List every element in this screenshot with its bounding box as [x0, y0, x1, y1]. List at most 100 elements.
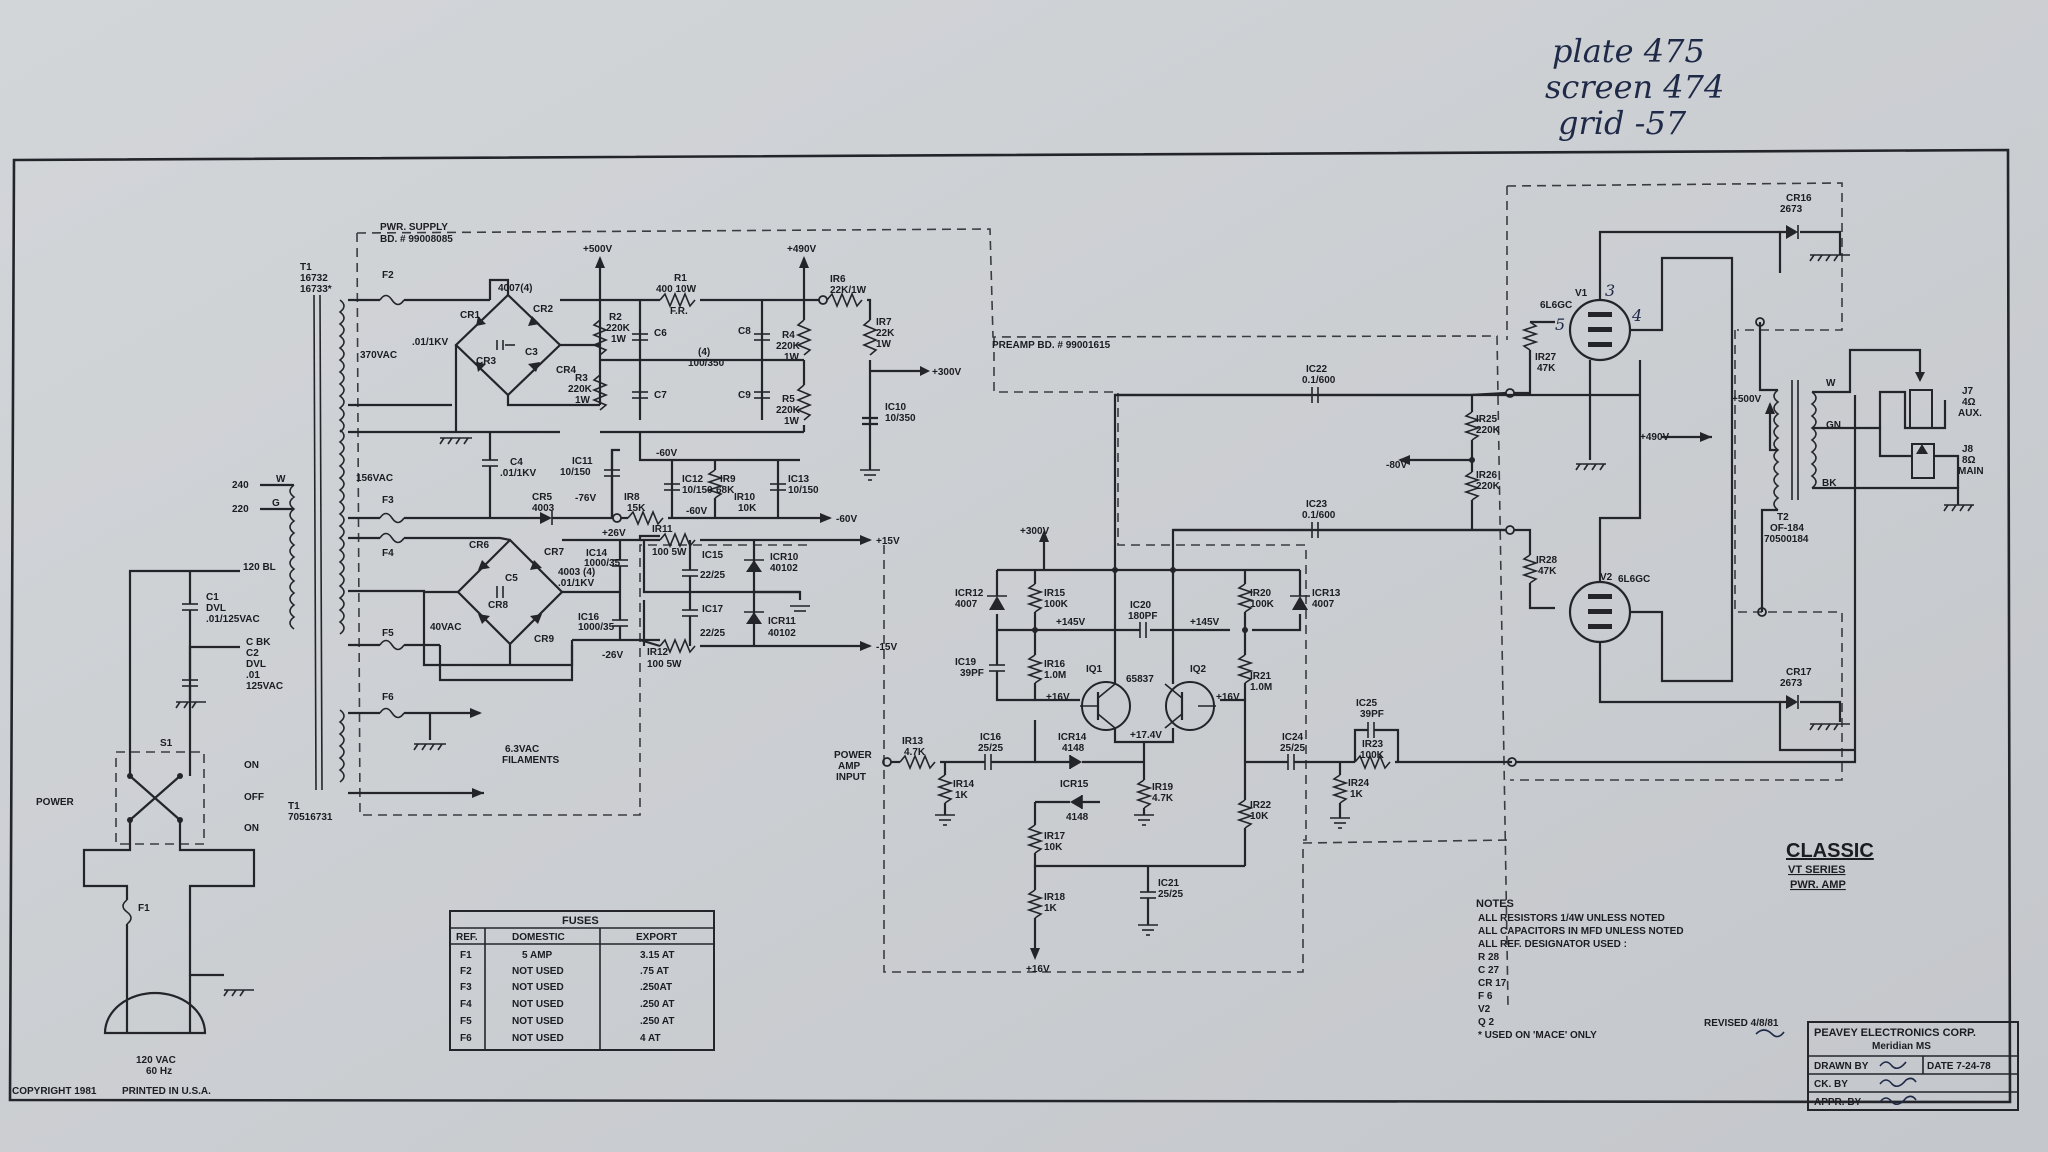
schematic-label: .01/1KV: [558, 578, 594, 589]
schematic-label: C4: [510, 457, 523, 468]
schematic-label: .01/1KV: [500, 468, 536, 479]
schematic-label: 4148: [1066, 812, 1089, 823]
schematic-label: 10/350: [885, 413, 916, 424]
schematic-label: 100/350: [688, 358, 725, 369]
schematic-label: APPR. BY: [1814, 1097, 1862, 1108]
schematic-label: C8: [738, 326, 751, 337]
schematic-label: IC17: [702, 604, 724, 615]
schematic-label: W: [276, 474, 286, 485]
schematic-label: 1.0M: [1250, 682, 1272, 693]
schematic-label: IR22: [1250, 800, 1272, 811]
schematic-label: 70516731: [288, 812, 333, 823]
schematic-label: C2: [246, 648, 259, 659]
printed-text: PRINTED IN U.S.A.: [122, 1086, 211, 1097]
schematic-label: 220K: [568, 384, 593, 395]
schematic-label: 2673: [1780, 678, 1803, 689]
schematic-label: F3: [460, 982, 472, 993]
schematic-label: 1000/35: [584, 558, 621, 569]
schematic-label: R 28: [1478, 952, 1500, 963]
schematic-label: 220K: [776, 341, 801, 352]
schematic-label: 25/25: [978, 743, 1003, 754]
schematic-label: 1K: [955, 790, 969, 801]
schematic-label: 6L6GC: [1540, 300, 1572, 311]
schematic-label: R4: [782, 330, 795, 341]
schematic-label: ICR15: [1060, 779, 1089, 790]
schematic-label: 3.15 AT: [640, 950, 674, 961]
schematic-label: 4003: [532, 503, 555, 514]
schematic-label: VT SERIES: [1788, 864, 1845, 876]
schematic-label: IC24: [1282, 732, 1304, 743]
schematic-label: 4Ω: [1962, 397, 1976, 408]
schematic-label: IR18: [1044, 892, 1066, 903]
schematic-label: ALL CAPACITORS IN MFD UNLESS NOTED: [1478, 926, 1684, 937]
schematic-label: FILAMENTS: [502, 755, 560, 766]
schematic-label: POWER: [36, 797, 75, 808]
transformer-t1: T1 16732 16733* T1 70516731 240 220 W G …: [232, 262, 560, 823]
schematic-label: IC23: [1306, 499, 1328, 510]
schematic-label: C 27: [1478, 965, 1500, 976]
schematic-label: 22/25: [700, 570, 725, 581]
schematic-label: IR24: [1348, 778, 1370, 789]
schematic-label: ICR13: [1312, 588, 1341, 599]
schematic-label: IR27: [1535, 352, 1557, 363]
schematic-label: R5: [782, 394, 795, 405]
psu-board-number: BD. # 99008085: [380, 234, 453, 245]
schematic-label: ICR12: [955, 588, 984, 599]
schematic-label: +16V: [1026, 964, 1050, 975]
title-classic: CLASSIC: [1786, 840, 1874, 862]
schematic-label: +490V: [1640, 432, 1670, 443]
schematic-label: .01: [246, 670, 260, 681]
schematic-label: W: [1826, 378, 1836, 389]
schematic-label: F1: [460, 950, 472, 961]
schematic-label: IR13: [902, 736, 924, 747]
schematic-label: C6: [654, 328, 667, 339]
schematic-label: 65837: [1126, 674, 1154, 685]
schematic-label: ICR11: [768, 616, 796, 627]
schematic-label: 40102: [768, 628, 796, 639]
schematic-label: +26V: [602, 528, 626, 539]
schematic-label: CR8: [488, 600, 508, 611]
note-grid: grid -57: [1558, 104, 1687, 142]
schematic-label: IR10: [734, 492, 756, 503]
schematic-label: 220K: [776, 405, 801, 416]
schematic-label: F4: [382, 548, 394, 559]
schematic-label: IR14: [953, 779, 975, 790]
schematic-label: +16V: [1216, 692, 1240, 703]
schematic-label: 4 AT: [640, 1033, 661, 1044]
schematic-label: +145V: [1190, 617, 1220, 628]
schematic-label: 22/25: [700, 628, 725, 639]
schematic-label: DATE 7-24-78: [1927, 1061, 1991, 1072]
schematic-label: 240: [232, 480, 249, 491]
schematic-label: T1: [288, 801, 300, 812]
schematic-label: F.R.: [670, 306, 688, 317]
schematic-label: IR21: [1250, 671, 1272, 682]
schematic-label: 1W: [611, 334, 627, 345]
schematic-label: NOT USED: [512, 1016, 564, 1027]
schematic-label: -15V: [876, 642, 897, 653]
schematic-label: EXPORT: [636, 932, 677, 943]
schematic-label: 0.1/600: [1302, 375, 1336, 386]
schematic-label: IC13: [788, 474, 810, 485]
schematic-label: T2: [1777, 512, 1789, 523]
schematic-label: IC16: [578, 612, 600, 623]
schematic-label: 25/25: [1158, 889, 1183, 900]
schematic-label: F5: [382, 628, 394, 639]
schematic-label: CR1: [460, 310, 480, 321]
schematic-label: R3: [575, 373, 588, 384]
handwritten-notes: plate 475 screen 474 grid -57: [1545, 32, 1724, 142]
schematic-label: CR5: [532, 492, 552, 503]
schematic-label: ON: [244, 823, 259, 834]
schematic-label: -60V: [686, 506, 707, 517]
schematic-label: .75 AT: [640, 966, 669, 977]
schematic-label: CR4: [556, 365, 576, 376]
schematic-label: +490V: [787, 244, 817, 255]
schematic-label: CR 17: [1478, 978, 1507, 989]
schematic-label: F6: [460, 1033, 472, 1044]
schematic-label: +300V: [1020, 526, 1050, 537]
sheet-title: CLASSIC VT SERIES PWR. AMP: [1786, 840, 1874, 891]
schematic-label: -60V: [836, 514, 857, 525]
schematic-label: V1: [1575, 288, 1588, 299]
schematic-label: J8: [1962, 444, 1974, 455]
